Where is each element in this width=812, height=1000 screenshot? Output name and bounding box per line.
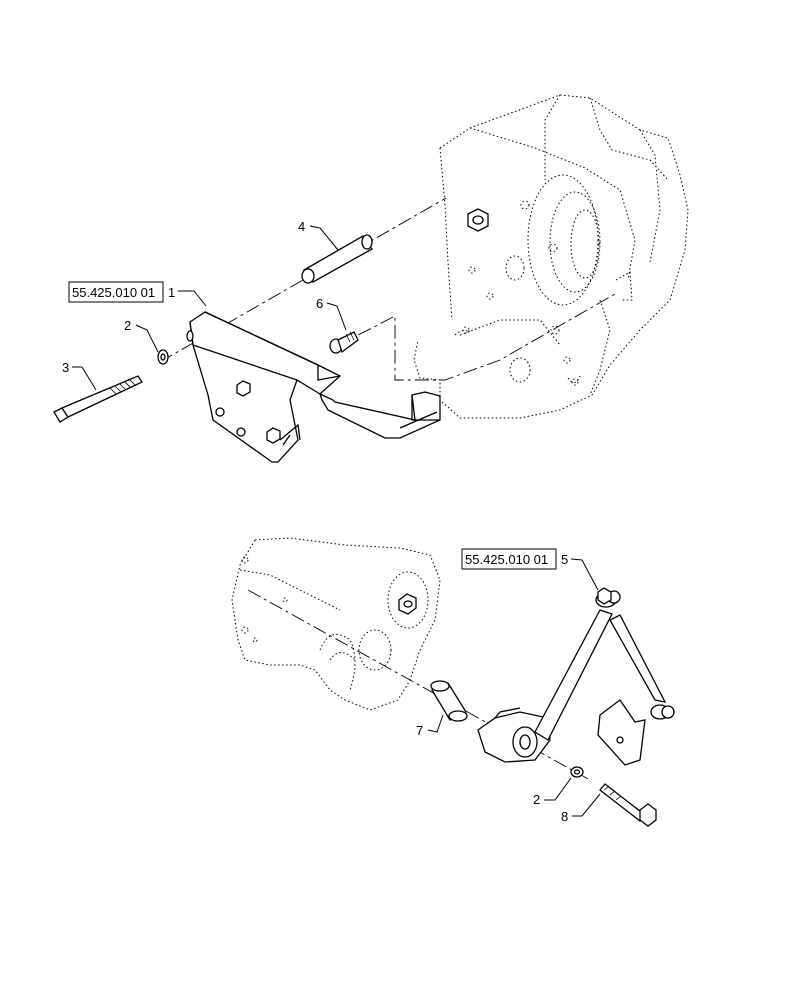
lower-reference-box (461, 548, 557, 570)
callout-4: 4 (298, 219, 305, 234)
leader-2-upper (135, 324, 159, 353)
washer-part-2-lower (570, 766, 584, 778)
leader-2-lower (544, 777, 572, 801)
housing-bolt-head (467, 208, 489, 232)
callout-8: 8 (561, 809, 568, 824)
leader-4 (309, 225, 339, 251)
lower-reference-text: 55.425.010 01 (465, 552, 548, 567)
leader-3 (72, 366, 97, 391)
washer-hole-upper (160, 353, 166, 361)
leader-8 (572, 793, 601, 817)
leader-7 (427, 714, 444, 733)
leader-1 (178, 290, 207, 307)
leader-6 (326, 302, 347, 331)
spacer-part-4 (301, 234, 373, 284)
axle-housing-phantom (413, 94, 689, 419)
callout-2-lower: 2 (533, 792, 540, 807)
callout-5: 5 (561, 552, 568, 567)
callout-2-upper: 2 (124, 318, 131, 333)
upper-assembly (53, 94, 689, 463)
bracket-part-1 (186, 311, 441, 463)
lower-housing-phantom (231, 537, 441, 711)
spacer-part-7 (430, 680, 468, 722)
centre-line-upper-b (335, 293, 616, 381)
lower-assembly (231, 537, 675, 827)
bolt-part-3 (53, 375, 143, 423)
upper-reference-text: 55.425.010 01 (72, 285, 155, 300)
lower-housing-nut (398, 593, 417, 615)
upper-reference-box (68, 281, 164, 303)
callout-3: 3 (62, 360, 69, 375)
linkage-part-5 (477, 587, 675, 766)
washer-part-2-upper (157, 349, 169, 365)
leader-5 (570, 558, 599, 591)
bolt-part-8 (599, 783, 657, 827)
screw-part-6 (329, 331, 359, 354)
callout-7: 7 (416, 723, 423, 738)
washer-hole-lower (573, 769, 581, 775)
callout-6: 6 (316, 296, 323, 311)
callout-1: 1 (168, 285, 175, 300)
callouts: 55.425.010 01 1 2 3 4 6 55.425.010 01 5 … (62, 219, 601, 824)
